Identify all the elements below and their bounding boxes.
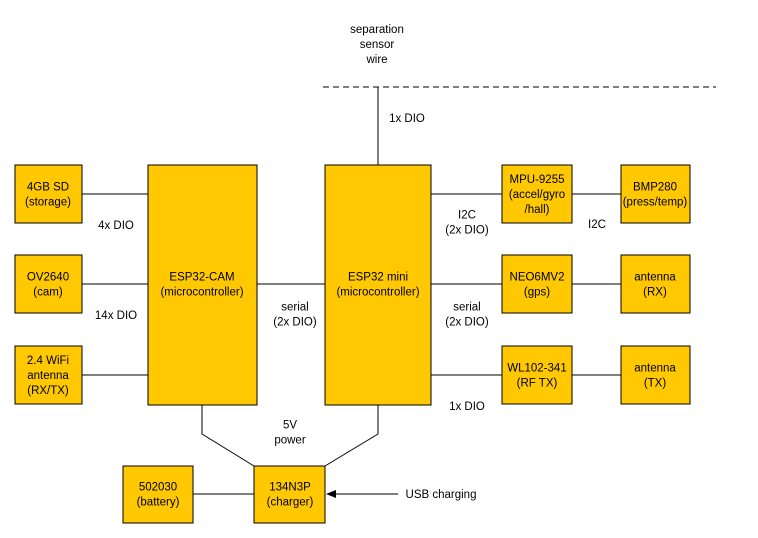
power-label-text-0: 5V (283, 420, 297, 432)
sensor-wire-label-text-1: sensor (360, 39, 395, 51)
neo6mv2-block-text-1: (gps) (524, 287, 550, 299)
sd-card-block: 4GB SD (storage) (14, 164, 83, 224)
charger-block-text-1: (charger) (267, 497, 314, 509)
esp32-mini-block: ESP32 mini (microcontroller) (324, 164, 432, 406)
battery-block: 502030 (battery) (122, 465, 194, 524)
sd-card-block-text-0: 4GB SD (27, 182, 69, 194)
sensor-wire-label: separation sensor wire (350, 24, 404, 66)
i2c-left-label-text-1: (2x DIO) (445, 225, 489, 237)
wifi-antenna-block-text-0: 2.4 WiFi (27, 355, 69, 367)
mpu-9255-block-text-1: (accel/gyro (509, 189, 565, 201)
sensor-wire-label-text-0: separation (350, 24, 404, 36)
i2c-right-label-text-0: I2C (588, 219, 606, 231)
connections (82, 87, 621, 498)
wifi-antenna-block: 2.4 WiFi antenna (RX/TX) (14, 345, 83, 405)
camera-block: OV2640 (cam) (14, 254, 83, 314)
esp32-mini-block-text-0: ESP32 mini (348, 272, 408, 284)
wifi-antenna-block-text-1: antenna (27, 370, 69, 382)
esp32-mini-block-text-1: (microcontroller) (336, 287, 419, 299)
wl102-block-text-1: (RF TX) (517, 378, 558, 390)
wl102-block-text-0: WL102-341 (507, 363, 566, 375)
usb-charging-label: USB charging (406, 489, 477, 501)
wire-esp32cam-charger (201, 405, 255, 467)
battery-block-text-1: (battery) (137, 497, 180, 509)
dio-1x-top-label: 1x DIO (389, 113, 425, 125)
wifi-antenna-block-text-2: (RX/TX) (27, 385, 69, 397)
i2c-right-label: I2C (588, 219, 606, 231)
camera-block-text-0: OV2640 (27, 272, 69, 284)
bmp280-block-text-0: BMP280 (633, 182, 677, 194)
dio-14x-label: 14x DIO (95, 310, 137, 322)
dio-1x-bottom-label: 1x DIO (449, 401, 485, 413)
dio-1x-top-label-text-0: 1x DIO (389, 113, 425, 125)
antenna-tx-block-text-1: (TX) (644, 378, 667, 390)
mpu-9255-block-text-2: /hall) (525, 204, 550, 216)
neo6mv2-block-text-0: NEO6MV2 (510, 272, 565, 284)
serial-mid-label: serial (2x DIO) (273, 302, 317, 329)
serial-right-label: serial (2x DIO) (445, 302, 489, 329)
dio-4x-label-text-0: 4x DIO (98, 220, 134, 232)
serial-mid-label-text-1: (2x DIO) (273, 317, 317, 329)
antenna-tx-block-text-0: antenna (634, 363, 676, 375)
bmp280-block-text-1: (press/temp) (623, 197, 688, 209)
antenna-rx-block-text-0: antenna (634, 272, 676, 284)
neo6mv2-block: NEO6MV2 (gps) (501, 254, 573, 314)
antenna-rx-block-text-1: (RX) (643, 287, 667, 299)
charger-block-text-0: 134N3P (269, 482, 311, 494)
dio-14x-label-text-0: 14x DIO (95, 310, 137, 322)
antenna-rx-block: antenna (RX) (620, 254, 691, 314)
esp32-cam-block-text-0: ESP32-CAM (169, 272, 234, 284)
serial-mid-label-text-0: serial (281, 302, 308, 314)
wl102-block: WL102-341 (RF TX) (501, 345, 573, 405)
bmp280-block: BMP280 (press/temp) (620, 164, 691, 224)
power-label: 5V power (274, 420, 305, 447)
esp32-cam-block-text-1: (microcontroller) (160, 287, 243, 299)
usb-charging-label-text-0: USB charging (406, 489, 477, 501)
esp32-cam-block: ESP32-CAM (microcontroller) (147, 164, 258, 406)
dio-4x-label: 4x DIO (98, 220, 134, 232)
i2c-left-label-text-0: I2C (458, 210, 476, 222)
antenna-tx-block: antenna (TX) (620, 345, 691, 405)
camera-block-text-1: (cam) (33, 287, 63, 299)
wire-esp32mini-charger (324, 405, 379, 467)
mpu-9255-block: MPU-9255 (accel/gyro/hall) (501, 164, 573, 224)
i2c-left-label: I2C (2x DIO) (445, 210, 489, 237)
battery-block-text-0: 502030 (139, 482, 177, 494)
charger-block: 134N3P (charger) (253, 465, 326, 524)
serial-right-label-text-1: (2x DIO) (445, 317, 489, 329)
power-label-text-1: power (274, 435, 305, 447)
sensor-wire-label-text-2: wire (365, 54, 387, 66)
serial-right-label-text-0: serial (453, 302, 480, 314)
dio-1x-bottom-label-text-0: 1x DIO (449, 401, 485, 413)
sd-card-block-text-1: (storage) (25, 197, 71, 209)
mpu-9255-block-text-0: MPU-9255 (510, 174, 565, 186)
